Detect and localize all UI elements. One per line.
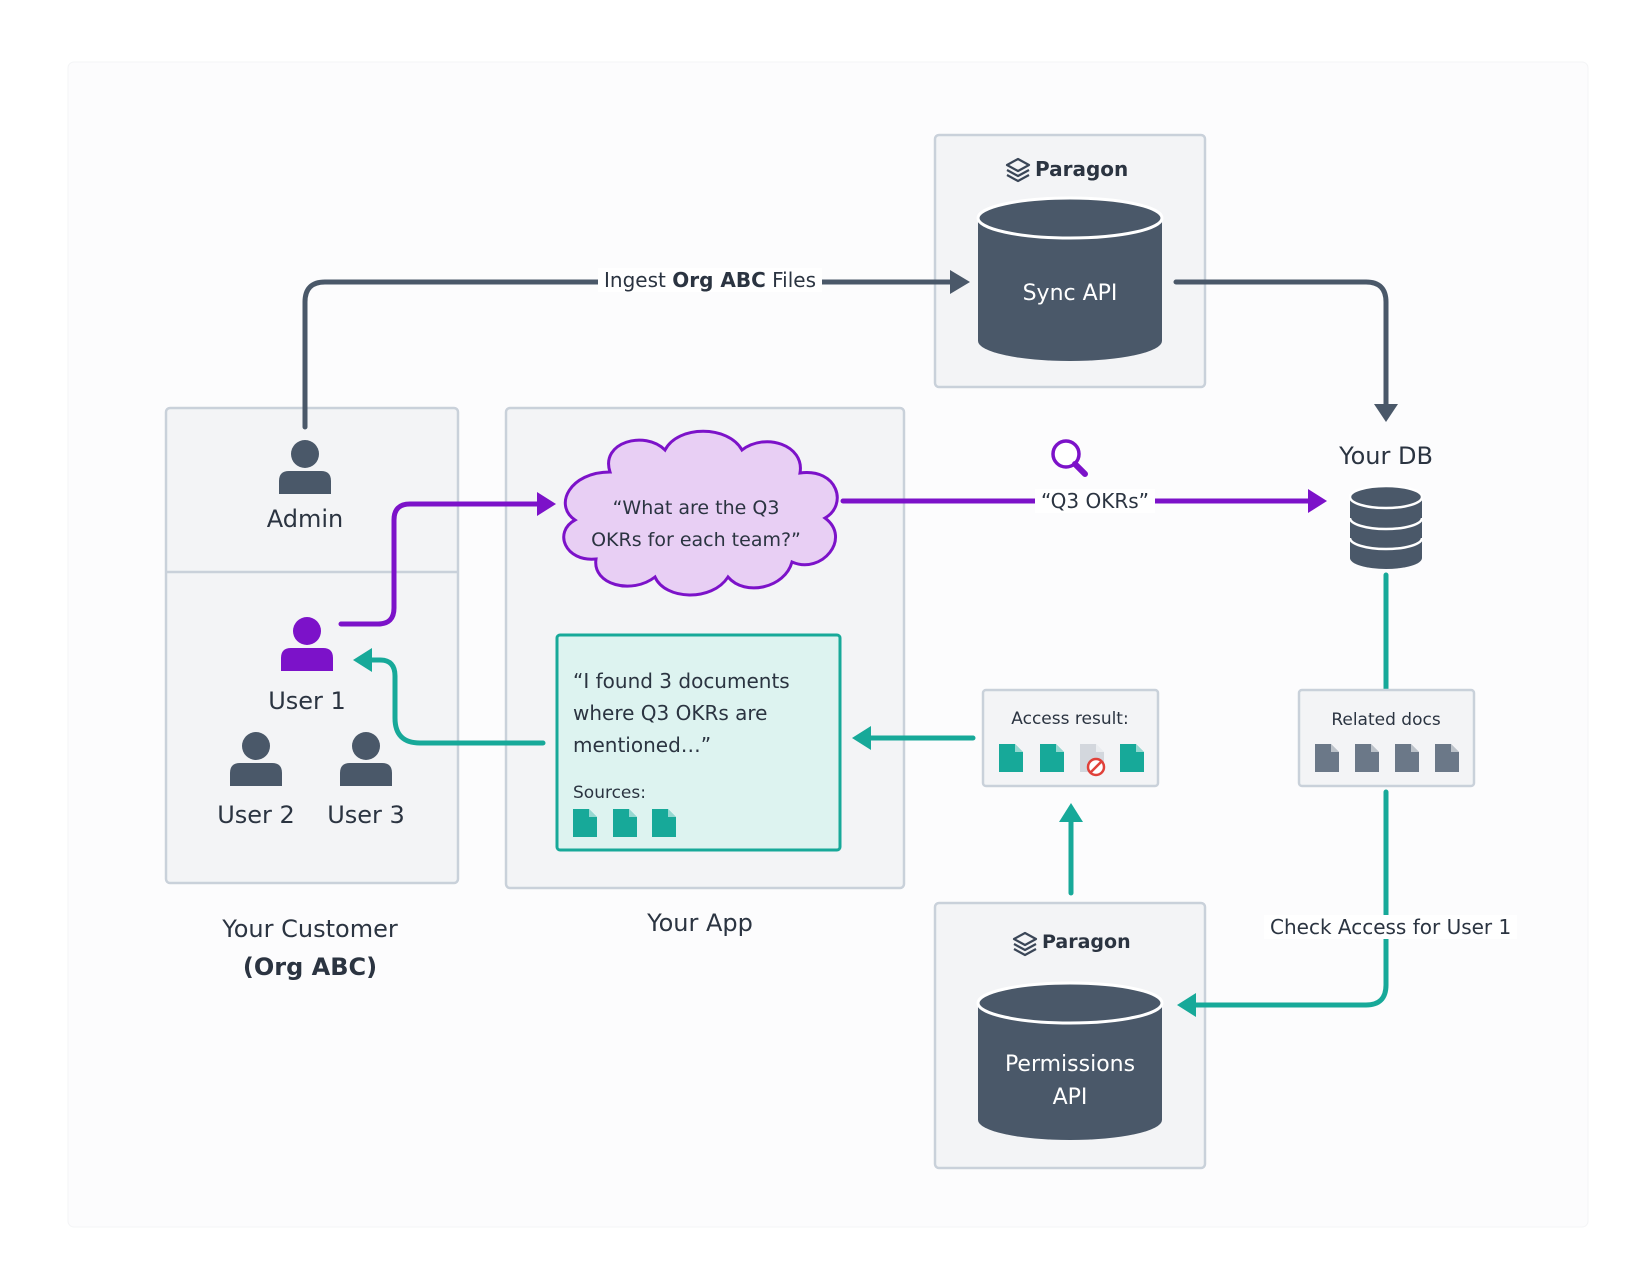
sync-brand-label: Paragon [1035, 157, 1129, 181]
question-to-db-arrowhead [1308, 489, 1327, 513]
query-label: “Q3 OKRs” [1035, 489, 1156, 513]
ingest-label-pre: Ingest [604, 268, 673, 292]
customer-caption-line2: (Org ABC) [242, 953, 378, 981]
customer-caption-line1: Your Customer [222, 915, 398, 943]
access-result-label: Access result: [1011, 709, 1129, 729]
sources-label: Sources: [573, 783, 646, 803]
sync-to-db-line [1173, 279, 1389, 408]
sync-to-db-arrowhead [1374, 404, 1398, 422]
permissions-api-cylinder [976, 981, 1164, 1140]
database-icon [1348, 484, 1424, 569]
permissions-api-panel [933, 901, 1207, 1170]
db-label: Your DB [1339, 442, 1433, 470]
permissions-to-access-arrowhead [1059, 803, 1083, 822]
ingest-label-org: Org ABC [672, 268, 766, 292]
permissions-api-label-line2: API [1052, 1085, 1088, 1110]
answer-box [555, 633, 842, 852]
paragon-logo-icon [1005, 157, 1031, 183]
answer-line3: mentioned…” [573, 733, 712, 757]
answer-to-user1-arrowhead [353, 648, 372, 672]
user2-label: User 2 [217, 801, 295, 829]
question-line1: “What are the Q3 [612, 497, 780, 519]
question-cloud [562, 429, 839, 597]
access-to-answer-arrowhead [852, 726, 871, 750]
question-line2: OKRs for each team?” [591, 529, 801, 551]
user1-to-question-line [338, 501, 543, 627]
no-access-icon [1086, 757, 1106, 777]
ingest-arrowhead [950, 270, 970, 294]
sync-api-cylinder [976, 196, 1164, 361]
answer-line2: where Q3 OKRs are [573, 701, 768, 725]
user1-to-question-arrowhead [537, 492, 556, 516]
access-result-box [981, 688, 1160, 788]
sync-api-label: Sync API [1022, 281, 1118, 306]
related-to-permissions-line [1191, 789, 1389, 1008]
related-to-permissions-arrowhead [1177, 993, 1196, 1017]
answer-line1: “I found 3 documents [573, 669, 790, 693]
admin-label: Admin [266, 505, 344, 533]
user3-label: User 3 [327, 801, 405, 829]
answer-to-user1-line [367, 657, 546, 746]
ingest-arrow-line [302, 279, 961, 430]
magnifier-icon [1051, 439, 1088, 477]
related-docs-label: Related docs [1331, 710, 1441, 730]
user1-label: User 1 [268, 687, 346, 715]
paragon-logo-icon [1012, 931, 1038, 957]
sync-api-panel [933, 133, 1207, 389]
permissions-brand-label: Paragon [1042, 931, 1131, 953]
check-access-label: Check Access for User 1 [1264, 915, 1518, 939]
app-caption: Your App [647, 909, 753, 937]
blocked-document-icon [1080, 744, 1106, 777]
related-docs-box [1297, 688, 1476, 788]
ingest-label-post: Files [765, 268, 816, 292]
permissions-api-label-line1: Permissions [1004, 1052, 1136, 1077]
ingest-label: Ingest Org ABC Files [598, 268, 822, 292]
